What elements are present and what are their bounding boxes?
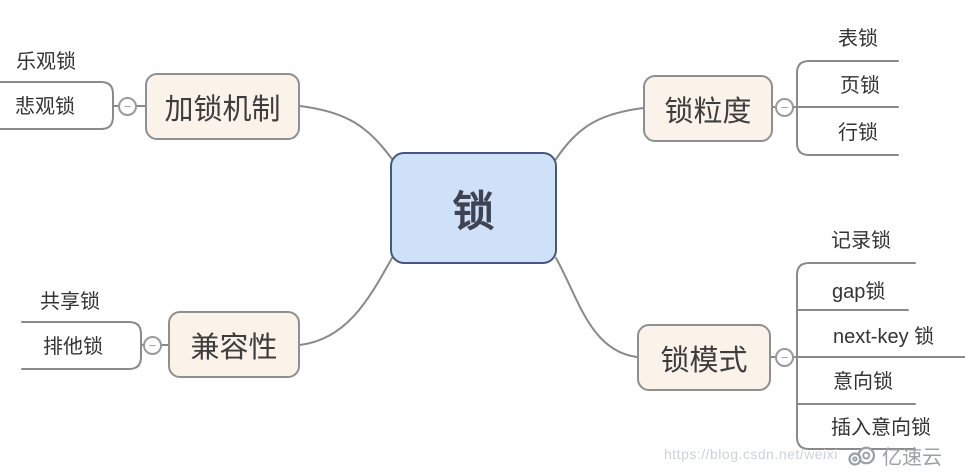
connector-curve-lock-granularity [555, 107, 644, 160]
root-node-label: 锁 [452, 187, 495, 235]
collapse-button-locking-mechanism[interactable]: − [118, 97, 137, 116]
child-node-table-lock[interactable]: 表锁 [838, 28, 878, 50]
watermark-brand: 亿速云 [846, 441, 942, 470]
child-node-intention-lock[interactable]: 意向锁 [833, 371, 893, 393]
child-node-page-lock[interactable]: 页锁 [840, 75, 880, 97]
branch-label: 加锁机制 [164, 93, 281, 126]
child-node-record-lock[interactable]: 记录锁 [831, 230, 891, 252]
watermark-url: https://blog.csdn.net/weixi [664, 446, 838, 462]
yisu-cloud-logo-icon [848, 446, 876, 466]
child-node-insert-intention-lock[interactable]: 插入意向锁 [831, 417, 931, 439]
connector-curve-compatibility [299, 257, 393, 346]
watermark-brand-text: 亿速云 [882, 447, 942, 469]
child-node-gap-lock[interactable]: gap锁 [832, 281, 886, 303]
branch-node-lock-mode[interactable]: 锁模式 [637, 324, 771, 391]
child-node-row-lock[interactable]: 行锁 [838, 122, 878, 144]
child-node-exclusive-lock[interactable]: 排他锁 [43, 336, 103, 358]
collapse-button-lock-granularity[interactable]: − [775, 98, 794, 117]
branch-label: 兼容性 [190, 331, 278, 364]
branch-label: 锁粒度 [664, 95, 752, 128]
child-node-optimistic-lock[interactable]: 乐观锁 [16, 51, 76, 73]
connector-curve-locking-mechanism [299, 105, 393, 160]
branch-node-compatibility[interactable]: 兼容性 [168, 311, 300, 378]
branch-label: 锁模式 [660, 344, 748, 377]
minus-icon: − [123, 99, 132, 114]
connector-curve-lock-mode [555, 257, 638, 358]
root-node-lock[interactable]: 锁 [390, 152, 557, 264]
collapse-button-lock-mode[interactable]: − [775, 348, 794, 367]
minus-icon: − [780, 100, 789, 115]
branch-node-lock-granularity[interactable]: 锁粒度 [643, 75, 773, 142]
collapse-button-compatibility[interactable]: − [143, 336, 162, 355]
child-node-pessimistic-lock[interactable]: 悲观锁 [15, 96, 75, 118]
branch-node-locking-mechanism[interactable]: 加锁机制 [145, 73, 300, 140]
minus-icon: − [148, 338, 157, 353]
minus-icon: − [780, 350, 789, 365]
child-node-next-key-lock[interactable]: next-key 锁 [833, 326, 935, 348]
child-node-shared-lock[interactable]: 共享锁 [40, 291, 100, 313]
